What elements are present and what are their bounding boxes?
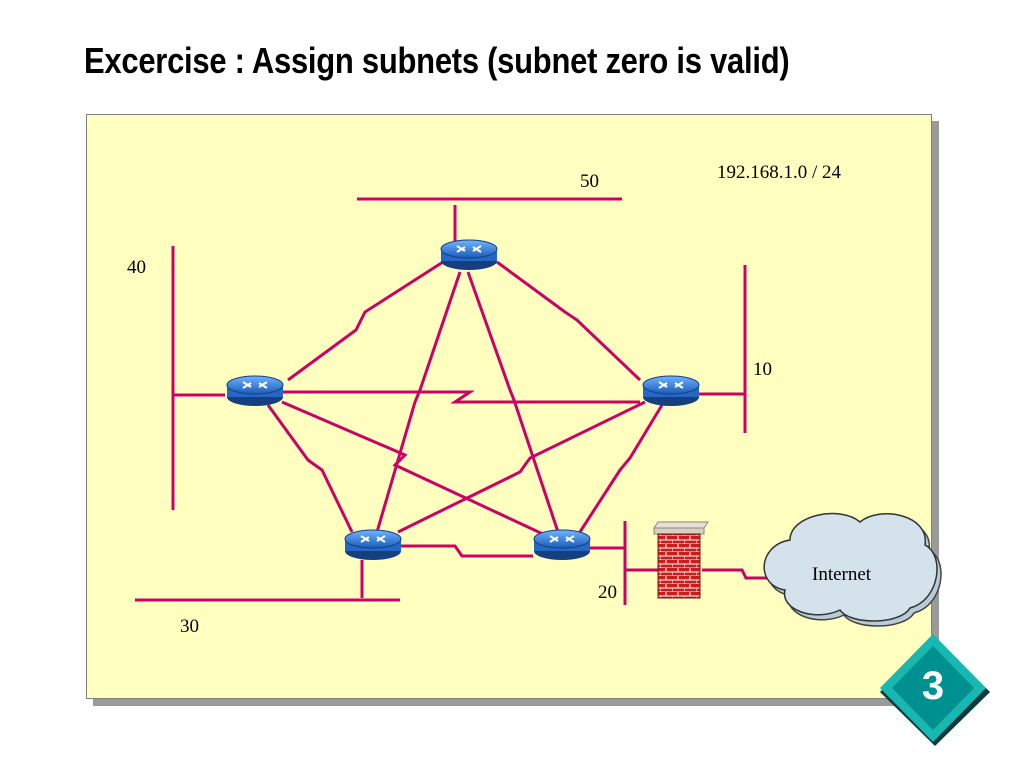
slide-title: Excercise : Assign subnets (subnet zero … [84,40,790,81]
firewall-icon [653,521,709,599]
subnet-label-30: 30 [180,616,199,637]
cloud-icon [763,512,942,627]
link-top-left [287,260,444,382]
subnet-label-50: 50 [580,171,599,192]
link-left-bottomright [281,400,546,537]
fw-link-out [702,568,770,580]
link-top-right [496,260,642,382]
lan-segments [135,197,770,605]
network-address: 192.168.1.0 / 24 [717,162,842,183]
subnet-label-10: 10 [753,359,772,380]
router-top [440,239,498,270]
subnet-label-40: 40 [127,257,146,278]
router-right [642,375,700,406]
router-bottom-right [533,529,591,560]
router-left [226,375,284,406]
link-right-bottomleft [397,400,646,534]
link-bottom [400,544,533,558]
link-right-bottomright [576,404,664,536]
routers [226,239,700,560]
subnet-label-20: 20 [598,582,617,603]
cloud-label: Internet [812,564,872,585]
slide-number-badge [880,634,990,746]
link-top-bottomright [466,271,560,533]
link-left-bottomleft [266,404,354,533]
slide-number: 3 [921,664,945,708]
router-bottom-left [344,529,402,560]
serial-links [266,260,664,558]
link-left-right [282,390,640,404]
link-top-bottomleft [375,271,462,533]
